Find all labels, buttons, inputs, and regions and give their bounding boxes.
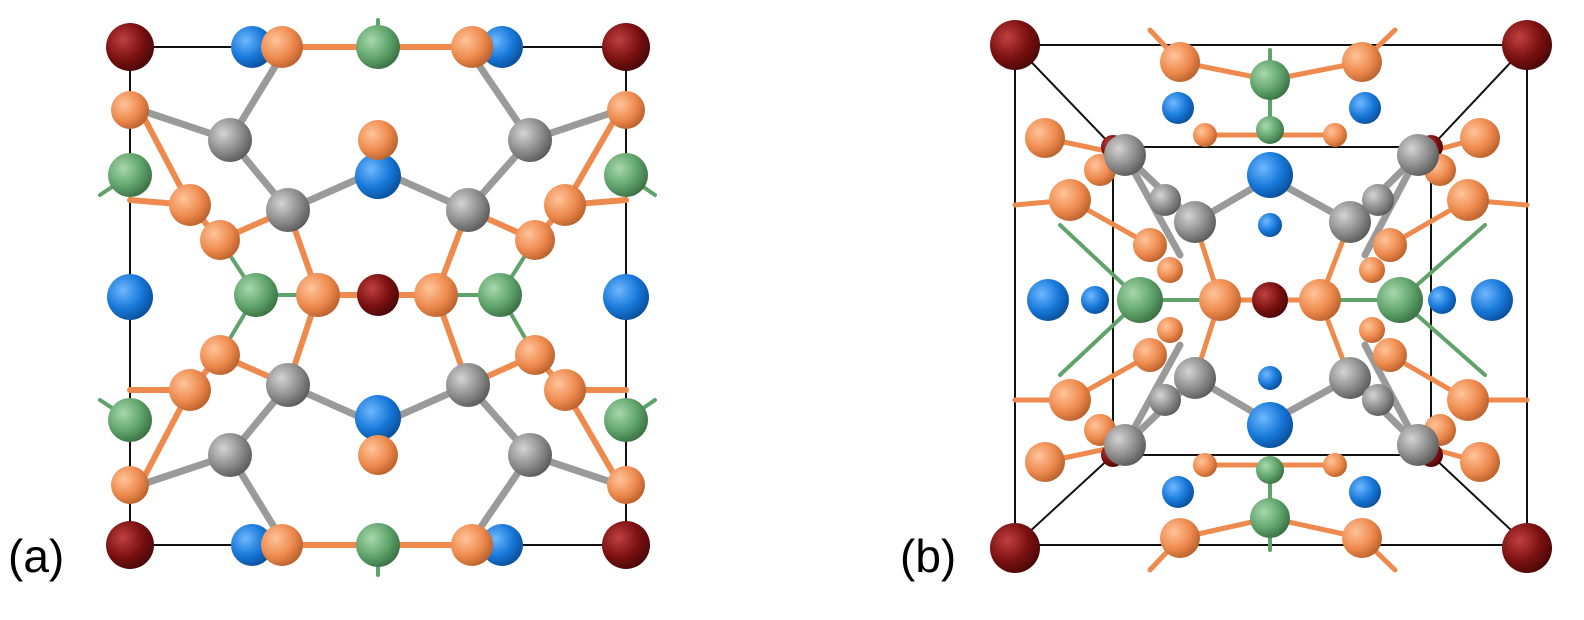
panel-a: (a) bbox=[8, 18, 657, 582]
atoms-orange bbox=[111, 26, 645, 566]
atoms-gray bbox=[1104, 134, 1439, 466]
atoms-dark-red bbox=[106, 23, 650, 569]
atoms-orange bbox=[1025, 42, 1500, 558]
panel-label-b: (b) bbox=[900, 530, 956, 582]
panel-b: (b) bbox=[900, 20, 1552, 582]
atoms-green bbox=[108, 25, 648, 567]
atoms-blue bbox=[107, 26, 649, 566]
atoms-gray bbox=[208, 118, 552, 477]
atoms-green bbox=[1117, 60, 1423, 538]
panel-label-a: (a) bbox=[8, 530, 64, 582]
atoms-blue bbox=[1027, 92, 1513, 508]
